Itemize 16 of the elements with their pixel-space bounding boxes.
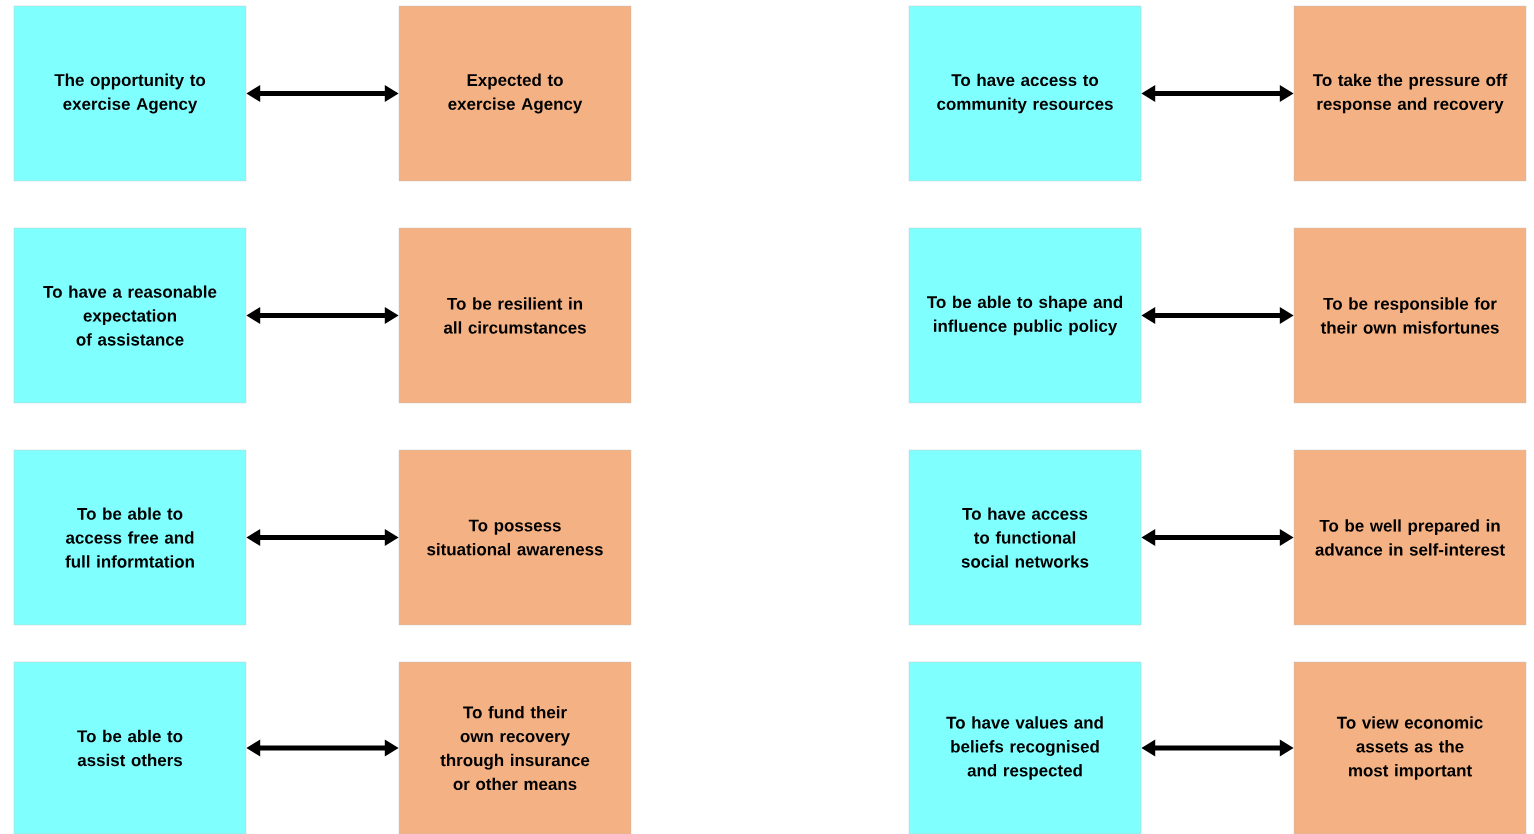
expectation-box: To be responsible for their own misfortunes: [1293, 227, 1527, 404]
rights-box: The opportunity to exercise Agency: [13, 5, 247, 182]
expectation-box: To be well prepared in advance in self-interest: [1293, 449, 1527, 626]
expectation-box: To fund their own recovery through insurance or other means: [398, 661, 632, 834]
expectation-box: Expected to exercise Agency: [398, 5, 632, 182]
expectation-box: To be resilient in all circumstances: [398, 227, 632, 404]
expectation-box: To view economic assets as the most important: [1293, 661, 1527, 834]
rights-box: To have access to community resources: [908, 5, 1142, 182]
rights-box: To have access to functional social networks: [908, 449, 1142, 626]
expectation-box: To possess situational awareness: [398, 449, 632, 626]
rights-box: To be able to access free and full informtation: [13, 449, 247, 626]
rights-box: To have a reasonable expectation of assistance: [13, 227, 247, 404]
rights-box: To be able to assist others: [13, 661, 247, 834]
rights-box: To have values and beliefs recognised and respected: [908, 661, 1142, 834]
rights-box: To be able to shape and influence public policy: [908, 227, 1142, 404]
expectation-box: To take the pressure off response and recovery: [1293, 5, 1527, 182]
